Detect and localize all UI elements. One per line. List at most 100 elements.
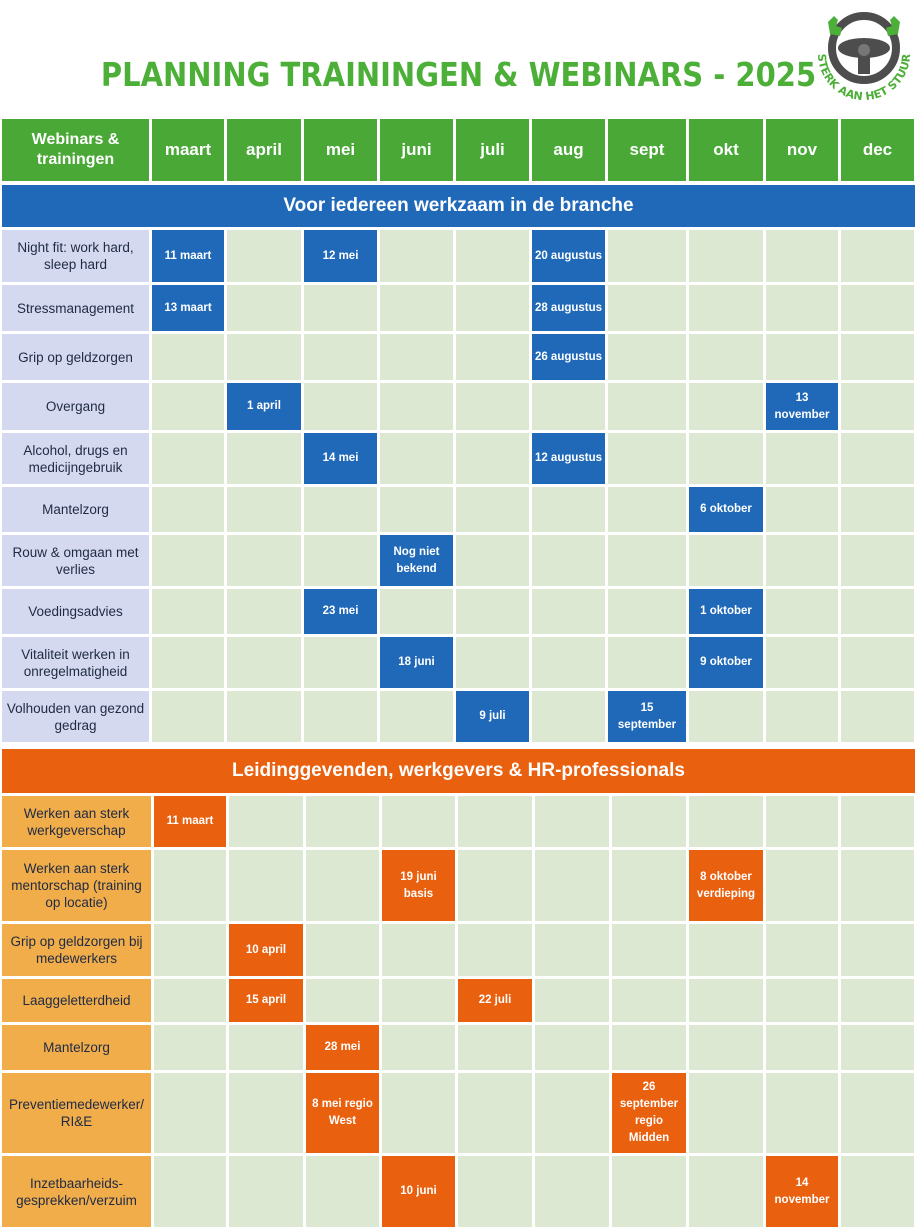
event-cell: 28 augustus bbox=[532, 285, 605, 331]
header-month-okt-text: okt bbox=[713, 140, 739, 159]
row-label-text: Werken aan sterk mentorschap (training o… bbox=[11, 861, 142, 910]
event-cell: 8 mei regio West bbox=[306, 1073, 379, 1153]
empty-cell bbox=[154, 1025, 226, 1070]
empty-cell bbox=[227, 230, 301, 282]
event-cell: 14 november bbox=[766, 1156, 838, 1227]
row-label-text: Grip op geldzorgen bij medewerkers bbox=[10, 934, 143, 966]
empty-cell bbox=[154, 924, 226, 976]
event-cell-text: 8 mei regio West bbox=[312, 1098, 373, 1127]
empty-cell bbox=[612, 924, 686, 976]
row-label-text: Alcohol, drugs en medicijngebruik bbox=[23, 442, 128, 475]
empty-cell bbox=[689, 796, 763, 847]
empty-cell bbox=[532, 535, 605, 586]
empty-cell bbox=[304, 637, 377, 688]
event-cell-text: 14 mei bbox=[322, 452, 359, 464]
empty-cell bbox=[841, 334, 914, 380]
row-label: Mantelzorg bbox=[2, 1025, 151, 1070]
empty-cell bbox=[458, 1156, 532, 1227]
header-month-juni: juni bbox=[380, 119, 453, 181]
empty-cell bbox=[456, 285, 529, 331]
empty-cell bbox=[229, 1156, 303, 1227]
empty-cell bbox=[154, 850, 226, 921]
empty-cell bbox=[382, 796, 455, 847]
event-cell-text: Nog niet bekend bbox=[393, 545, 440, 575]
event-cell: Nog niet bekend bbox=[380, 535, 453, 586]
event-cell: 15 september bbox=[608, 691, 686, 742]
event-cell: 6 oktober bbox=[689, 487, 763, 532]
event-cell: 9 oktober bbox=[689, 637, 763, 688]
empty-cell bbox=[306, 796, 379, 847]
section-title-1: Leidinggevenden, werkgevers & HR-profess… bbox=[2, 749, 915, 793]
empty-cell bbox=[841, 433, 914, 484]
section-title-0: Voor iedereen werkzaam in de branche bbox=[2, 185, 915, 227]
empty-cell bbox=[766, 796, 838, 847]
empty-cell bbox=[227, 334, 301, 380]
empty-cell bbox=[227, 691, 301, 742]
empty-cell bbox=[532, 589, 605, 634]
event-cell: 19 juni basis bbox=[382, 850, 455, 921]
row-label: Grip op geldzorgen bbox=[2, 334, 149, 380]
event-cell: 28 mei bbox=[306, 1025, 379, 1070]
empty-cell bbox=[535, 1025, 609, 1070]
row-label: Laaggeletterdheid bbox=[2, 979, 151, 1022]
steering-wheel-thumbs-up-icon: STERK AAN HET STUUR bbox=[815, 12, 913, 103]
empty-cell bbox=[382, 1025, 455, 1070]
empty-cell bbox=[532, 691, 605, 742]
row-label: Preventiemedewerker/ RI&E bbox=[2, 1073, 151, 1153]
empty-cell bbox=[456, 487, 529, 532]
row-label-text: Laaggeletterdheid bbox=[22, 993, 131, 1008]
empty-cell bbox=[841, 924, 914, 976]
empty-cell bbox=[841, 979, 914, 1022]
event-cell-text: 19 juni basis bbox=[400, 870, 437, 900]
empty-cell bbox=[456, 589, 529, 634]
header-month-mei: mei bbox=[304, 119, 377, 181]
empty-cell bbox=[382, 979, 455, 1022]
empty-cell bbox=[458, 924, 532, 976]
header-month-dec: dec bbox=[841, 119, 914, 181]
empty-cell bbox=[766, 535, 838, 586]
empty-cell bbox=[152, 637, 224, 688]
empty-cell bbox=[766, 691, 838, 742]
row-label: Grip op geldzorgen bij medewerkers bbox=[2, 924, 151, 976]
empty-cell bbox=[456, 383, 529, 430]
row-label: Werken aan sterk mentorschap (training o… bbox=[2, 850, 151, 921]
empty-cell bbox=[380, 589, 453, 634]
empty-cell bbox=[380, 691, 453, 742]
header-month-aug: aug bbox=[532, 119, 605, 181]
empty-cell bbox=[227, 589, 301, 634]
empty-cell bbox=[841, 285, 914, 331]
event-cell-text: 13 maart bbox=[164, 301, 212, 314]
empty-cell bbox=[227, 535, 301, 586]
event-cell: 13 november bbox=[766, 383, 838, 430]
empty-cell bbox=[841, 1073, 914, 1153]
empty-cell bbox=[152, 589, 224, 634]
empty-cell bbox=[456, 230, 529, 282]
row-label-text: Mantelzorg bbox=[42, 502, 109, 517]
event-cell: 15 april bbox=[229, 979, 303, 1022]
empty-cell bbox=[766, 433, 838, 484]
empty-cell bbox=[608, 230, 686, 282]
event-cell: 1 oktober bbox=[689, 589, 763, 634]
empty-cell bbox=[841, 691, 914, 742]
empty-cell bbox=[304, 334, 377, 380]
empty-cell bbox=[689, 285, 763, 331]
empty-cell bbox=[458, 796, 532, 847]
empty-cell bbox=[608, 487, 686, 532]
empty-cell bbox=[227, 637, 301, 688]
empty-cell bbox=[689, 1025, 763, 1070]
event-cell-text: 13 november bbox=[774, 391, 830, 421]
event-cell: 26 augustus bbox=[532, 334, 605, 380]
row-label: Stressmanagement bbox=[2, 285, 149, 331]
empty-cell bbox=[535, 850, 609, 921]
row-label-text: Overgang bbox=[45, 399, 106, 414]
header-month-mei-text: mei bbox=[325, 140, 356, 159]
row-label-text: Night fit: work hard, sleep hard bbox=[17, 240, 134, 272]
row-label-text: Vitaliteit werken in onregelmatigheid bbox=[21, 646, 130, 679]
empty-cell bbox=[766, 637, 838, 688]
event-cell: 18 juni bbox=[380, 637, 453, 688]
empty-cell bbox=[766, 924, 838, 976]
empty-cell bbox=[458, 850, 532, 921]
event-cell-text: 9 oktober bbox=[700, 656, 752, 668]
empty-cell bbox=[689, 334, 763, 380]
header-month-juli: juli bbox=[456, 119, 529, 181]
